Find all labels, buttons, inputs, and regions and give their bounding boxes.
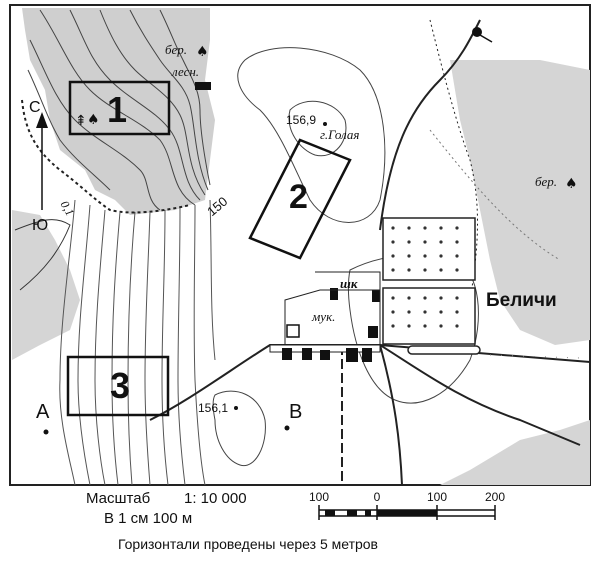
orchard-dot	[439, 310, 443, 314]
scale-tick-label: 0	[373, 490, 381, 504]
point-a-dot	[43, 429, 49, 435]
map-legend: Масштаб 1: 10 000 В 1 см 100 м Горизонта…	[0, 490, 600, 562]
orchard-dot	[391, 268, 395, 272]
river-width-label: 0,1	[57, 198, 77, 218]
orchard-dot	[423, 254, 427, 258]
contour-interval-note: Горизонтали проведены через 5 метров	[118, 536, 378, 552]
scale-bar-graphic	[318, 505, 496, 520]
village-outline	[284, 271, 381, 346]
orchard-dot	[439, 240, 443, 244]
region-3-box	[66, 355, 170, 417]
orchard-dot	[439, 226, 443, 230]
scale-tick-label: 200	[484, 490, 506, 504]
point-a-label: А	[36, 401, 50, 423]
north-arrow	[36, 112, 48, 210]
label-lesn: лесн.	[171, 64, 199, 79]
orchard-dot	[423, 240, 427, 244]
svg-text:♠: ♠	[196, 44, 209, 60]
scale-tick-label: 100	[308, 490, 330, 504]
river-west-bank	[14, 219, 71, 291]
orchard-dot	[455, 226, 459, 230]
orchard-dot	[439, 268, 443, 272]
orchard-dot	[423, 310, 427, 314]
shaded-area-east	[450, 60, 590, 345]
orchard-dot	[407, 268, 411, 272]
mill-symbol	[286, 324, 300, 338]
region-1-box	[68, 80, 171, 136]
orchard-dot	[423, 296, 427, 300]
orchard-dot	[439, 254, 443, 258]
spot-height-low-dot	[234, 406, 238, 410]
point-b-label: В	[289, 401, 302, 423]
orchard-dot	[391, 324, 395, 328]
contours-northwest	[27, 9, 211, 211]
spot-height-hill-dot	[323, 122, 327, 126]
orchard-dot	[391, 310, 395, 314]
orchard-dot	[407, 324, 411, 328]
orchard-dot	[391, 226, 395, 230]
orchard-dot	[455, 296, 459, 300]
label-bereza-top: бер.	[165, 42, 187, 57]
north-label: С	[29, 99, 41, 116]
point-b-dot	[284, 425, 290, 431]
label-muk: мук.	[311, 309, 335, 324]
orchard-dot	[407, 240, 411, 244]
label-shk: шк	[340, 276, 358, 291]
svg-text:♠: ♠	[565, 176, 578, 192]
orchard-dot	[439, 324, 443, 328]
scale-title: Масштаб	[86, 490, 151, 507]
south-label: Ю	[32, 217, 48, 234]
orchard-dot	[407, 226, 411, 230]
river-west	[21, 99, 191, 214]
label-bereza-right: бер.	[535, 174, 557, 189]
orchard-dot	[439, 296, 443, 300]
orchard-dot	[407, 254, 411, 258]
spot-height-low: 156,1	[198, 401, 228, 415]
region-label-2: 2	[289, 178, 308, 216]
orchard-dots	[391, 226, 459, 328]
region-2-box	[248, 138, 352, 260]
roads	[149, 19, 591, 486]
map-canvas: ♠ ♠ ♠ ⇞ 1 2 3 А В 156,9 г.Голая 156,1 Бе…	[9, 4, 591, 486]
orchard-dot	[455, 254, 459, 258]
region-label-3: 3	[110, 365, 130, 406]
orchard-dot	[407, 296, 411, 300]
tree-icons: ♠ ♠ ♠	[87, 44, 578, 192]
conifer-icon: ⇞	[75, 113, 87, 129]
embankment	[407, 345, 481, 355]
village-buildings	[195, 82, 380, 362]
village-name: Беличи	[486, 290, 557, 311]
scale-per-cm: В 1 см 100 м	[104, 510, 193, 527]
orchard-dot	[391, 240, 395, 244]
svg-text:♠: ♠	[87, 112, 100, 128]
scale-tick-label: 100	[426, 490, 448, 504]
orchard-dot	[391, 296, 395, 300]
well-icon	[472, 27, 482, 37]
hill-name: г.Голая	[320, 127, 359, 142]
orchard-dot	[423, 226, 427, 230]
scale-bar: 100 0 100 200	[300, 490, 510, 530]
spot-height-hill: 156,9	[286, 113, 316, 127]
orchard-dot	[455, 310, 459, 314]
orchard-dot	[455, 324, 459, 328]
orchard-blocks	[382, 217, 476, 345]
orchard-dot	[455, 240, 459, 244]
region-label-1: 1	[107, 89, 127, 130]
depression-contour	[212, 390, 266, 467]
hill-contours	[237, 47, 386, 223]
orchard-dot	[455, 268, 459, 272]
orchard-dot	[391, 254, 395, 258]
orchard-dot	[423, 324, 427, 328]
contours-southwest	[59, 199, 216, 486]
orchard-dot	[407, 310, 411, 314]
orchard-dot	[423, 268, 427, 272]
scale-ratio: 1: 10 000	[184, 490, 247, 507]
shaded-area-southeast	[440, 420, 590, 485]
